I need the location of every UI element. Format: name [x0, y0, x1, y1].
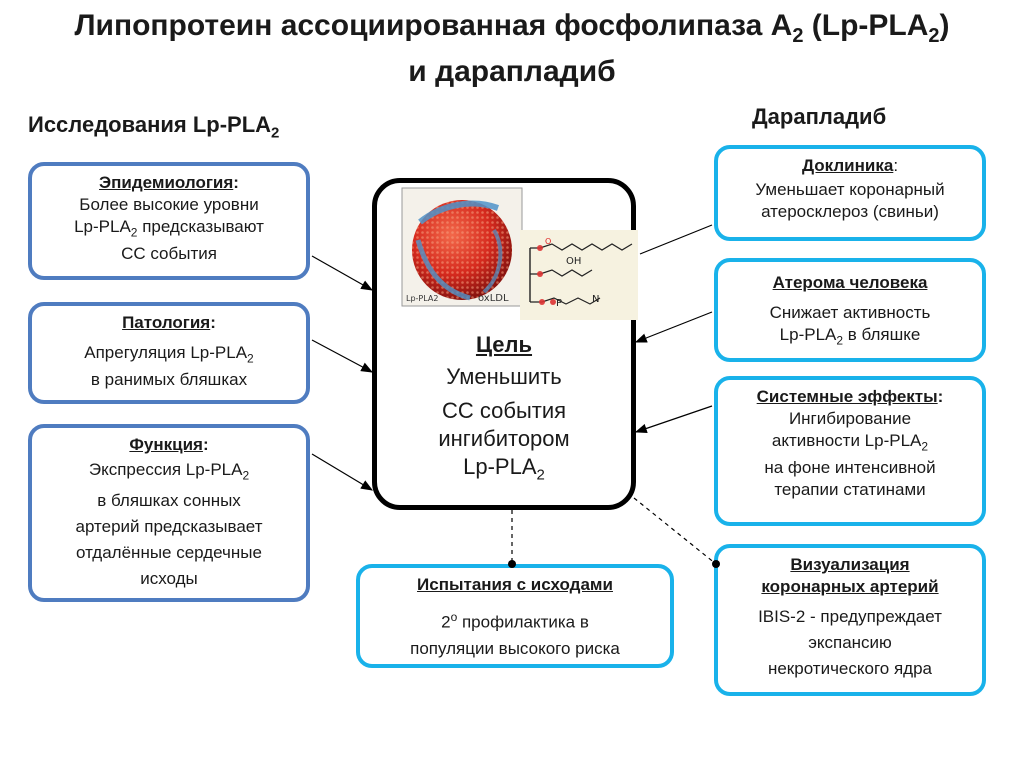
imaging-title-line2: коронарных артерий [761, 577, 939, 596]
function-box: Функция: Экспрессия Lp-PLA2 в бляшках со… [28, 424, 310, 602]
systemic-effects-text: Ингибирование активности Lp-PLA2 на фоне… [764, 409, 936, 500]
left-heading: Исследования Lp-PLA2 [28, 112, 280, 142]
slide-title-line2: и дарапладиб [408, 55, 616, 88]
oxidized-phospholipid-structure: OH O P N [520, 230, 638, 320]
epidemiology-box: Эпидемиология: Более высокие уровни Lp-P… [28, 162, 310, 280]
arrow-systemic-effects [634, 405, 713, 434]
particle-label-lppla2: Lp-PLA2 [406, 294, 438, 303]
imaging-title-line1: Визуализация [790, 555, 910, 574]
human-atheroma-box: Атерома человека Снижает активность Lp-P… [714, 258, 986, 362]
arrow-epidemiology [311, 255, 374, 291]
preclinic-title: Доклиника [801, 156, 894, 175]
chem-label-o: O [545, 237, 551, 246]
systemic-effects-title: Системные эффекты [756, 387, 938, 406]
slide-title: Липопротеин ассоциированная фосфолипаза … [0, 8, 1024, 90]
dot-outcomes [508, 560, 516, 568]
imaging-text: IBIS-2 - предупреждает экспансию некроти… [758, 607, 942, 678]
line-preclinic [639, 224, 713, 255]
chem-label-n: N [592, 294, 599, 305]
outcomes-trials-title: Испытания с исходами [417, 575, 613, 594]
preclinic-text: Уменьшает коронарный атеросклероз (свинь… [755, 180, 945, 221]
right-heading: Дарапладиб [752, 104, 887, 129]
dashed-to-imaging [633, 497, 717, 565]
outcomes-trials-text: 2o профилактика в популяции высокого рис… [410, 610, 620, 658]
outcomes-trials-box: Испытания с исходами 2o профилактика в п… [356, 564, 674, 668]
arrow-function [311, 453, 374, 491]
pathology-title: Патология [122, 313, 211, 332]
particle-label-oxldl: oxLDL [478, 293, 509, 304]
function-text: Экспрессия Lp-PLA2 в бляшках сонных арте… [75, 460, 263, 589]
epidemiology-title: Эпидемиология [99, 173, 234, 192]
human-atheroma-title: Атерома человека [772, 273, 928, 292]
goal-text: Цель Уменьшить СС события ингибитором Lp… [377, 331, 631, 489]
preclinic-box: Доклиника: Уменьшает коронарный атероскл… [714, 145, 986, 241]
arrow-human-atheroma [634, 311, 713, 343]
pathology-text: Апрегуляция Lp-PLA2 в ранимых бляшках [84, 343, 254, 390]
human-atheroma-text: Снижает активность Lp-PLA2 в бляшке [769, 303, 931, 348]
slide-title-line1: Липопротеин ассоциированная фосфолипаза … [74, 9, 950, 47]
dot-imaging [712, 560, 720, 568]
epidemiology-text: Более высокие уровни Lp-PLA2 предсказыва… [74, 195, 264, 264]
function-title: Функция [129, 435, 203, 454]
lipoprotein-particle-image: Lp-PLA2 oxLDL [401, 187, 523, 307]
pathology-box: Патология: Апрегуляция Lp-PLA2 в ранимых… [28, 302, 310, 404]
chem-label-p: P [556, 298, 562, 309]
chem-label-oh: OH [566, 256, 581, 267]
goal-label: Цель [475, 332, 533, 357]
systemic-effects-box: Системные эффекты: Ингибирование активно… [714, 376, 986, 526]
imaging-box: Визуализация коронарных артерий IBIS-2 -… [714, 544, 986, 696]
arrow-pathology [311, 339, 374, 373]
